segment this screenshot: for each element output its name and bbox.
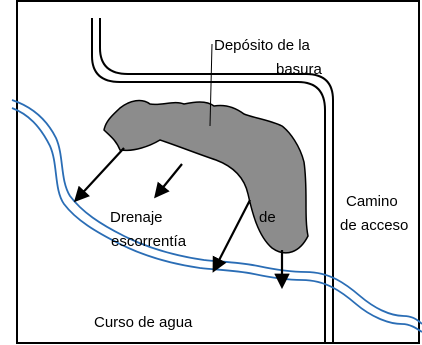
access-road-outer bbox=[91, 18, 326, 343]
label-escorrentia: escorrentía bbox=[111, 233, 187, 250]
label-camino-line2: de acceso bbox=[340, 217, 409, 234]
label-drenaje: Drenaje bbox=[110, 209, 163, 226]
diagram-frame bbox=[16, 0, 420, 344]
deposit-leader-line bbox=[209, 43, 213, 127]
label-deposito-line1: Depósito de la bbox=[214, 37, 310, 54]
label-camino-line1: Camino bbox=[346, 193, 398, 210]
runoff-arrow-middle bbox=[154, 163, 183, 199]
label-deposito-line2: basura bbox=[276, 61, 322, 78]
label-de: de bbox=[259, 209, 276, 226]
access-road-inner bbox=[99, 18, 334, 343]
runoff-arrow-lower bbox=[212, 199, 251, 273]
runoff-arrow-left bbox=[73, 147, 125, 203]
waste-deposit bbox=[103, 99, 309, 254]
label-curso-de-agua: Curso de agua bbox=[94, 314, 193, 331]
